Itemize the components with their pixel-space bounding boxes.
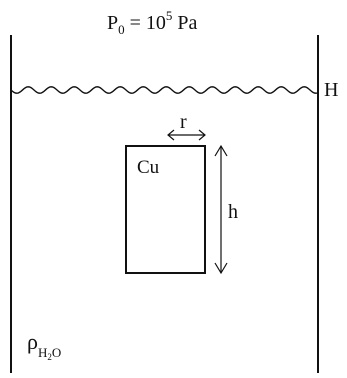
density-symbol: ρ bbox=[27, 329, 38, 354]
copper-cylinder bbox=[125, 145, 206, 274]
pressure-label: P0 = 105 Pa bbox=[107, 8, 198, 37]
water-surface-wave bbox=[10, 86, 319, 94]
radius-arrowhead-right bbox=[198, 129, 206, 141]
radius-label: r bbox=[180, 111, 187, 133]
pressure-exponent: 5 bbox=[166, 8, 173, 23]
pressure-unit: Pa bbox=[172, 12, 197, 34]
radius-arrowhead-left bbox=[167, 129, 175, 141]
cylinder-material-label: Cu bbox=[137, 157, 160, 178]
height-arrowhead-top bbox=[214, 144, 228, 157]
height-label: h bbox=[228, 201, 238, 223]
pressure-subscript: 0 bbox=[118, 22, 125, 37]
density-subscript-h: H bbox=[38, 345, 47, 360]
pressure-equals: = 10 bbox=[125, 12, 166, 34]
surface-level-label: H bbox=[324, 79, 338, 101]
density-subscript-2: 2 bbox=[47, 352, 52, 362]
water-density-label: ρH2O bbox=[27, 329, 61, 362]
pressure-symbol: P bbox=[107, 12, 118, 34]
density-subscript-o: O bbox=[52, 345, 61, 360]
height-arrowhead-bottom bbox=[214, 262, 228, 275]
